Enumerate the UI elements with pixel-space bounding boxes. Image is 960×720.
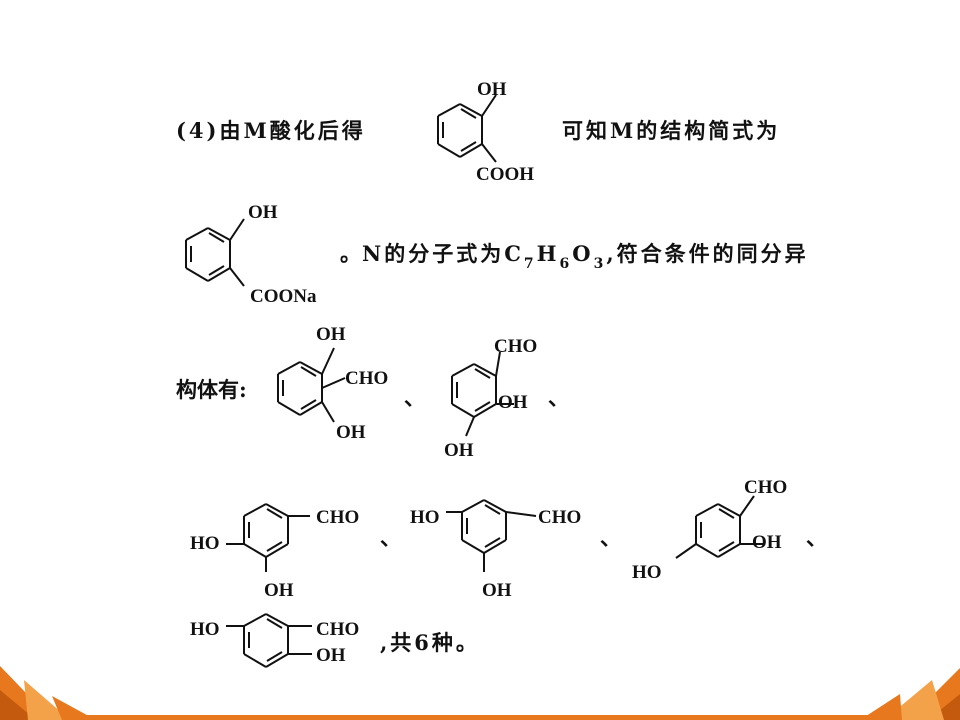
line2-text-n: N的分子式为C7H6O3,符合条件的同分异: [362, 241, 809, 272]
separator: 、: [600, 525, 621, 550]
oh-label: OH: [264, 580, 294, 601]
cho-label: CHO: [316, 507, 359, 528]
oh-label: OH: [498, 392, 528, 413]
cho-label: CHO: [494, 336, 537, 357]
oh-label: OH: [316, 645, 346, 666]
separator: 、: [548, 385, 569, 410]
cooh-label: COOH: [476, 164, 534, 185]
ho-label: HO: [410, 507, 440, 528]
oh-label: OH: [336, 422, 366, 443]
isomer-5-structure: CHO OH HO: [632, 477, 787, 583]
formula-c-sub: 7: [523, 256, 537, 272]
ho-label: HO: [190, 619, 220, 640]
line3-text: 构体有:: [176, 377, 247, 402]
separator: 、: [404, 385, 425, 410]
line1-text-b: 可知M的结构简式为: [562, 118, 781, 143]
oh-label: OH: [752, 532, 782, 553]
oh-label: OH: [316, 324, 346, 345]
oh-label: OH: [444, 440, 474, 461]
isomer-6-structure: HO CHO OH: [190, 613, 359, 668]
isomer-3-structure: CHO HO OH: [190, 503, 359, 601]
formula-h: H: [536, 241, 560, 266]
n-formula-prefix: N的分子式为: [362, 241, 505, 266]
oh-label: OH: [482, 580, 512, 601]
oh-label: OH: [477, 79, 507, 100]
line1-text-a: (4)由M酸化后得: [176, 118, 366, 143]
oh-label: OH: [248, 202, 278, 223]
formula-c: C: [504, 241, 524, 266]
formula-h-sub: 6: [559, 256, 573, 272]
ho-label: HO: [632, 562, 662, 583]
cho-label: CHO: [744, 477, 787, 498]
period-mark: 。: [340, 241, 361, 266]
cho-label: CHO: [538, 507, 581, 528]
isomer-2-structure: CHO OH OH: [444, 336, 537, 461]
separator: 、: [806, 525, 827, 550]
cho-label: CHO: [345, 368, 388, 389]
ending-text: ,共6种。: [380, 630, 480, 655]
line2-rest: ,符合条件的同分异: [606, 241, 809, 266]
isomer-4-structure: HO CHO OH: [410, 499, 581, 601]
sodium-salicylate-structure: OH COONa: [185, 202, 317, 307]
ho-label: HO: [190, 533, 220, 554]
formula-o: O: [572, 241, 594, 266]
coona-label: COONa: [250, 286, 317, 307]
cho-label: CHO: [316, 619, 359, 640]
separator: 、: [380, 525, 401, 550]
isomer-1-structure: OH CHO OH: [277, 324, 388, 443]
formula-o-sub: 3: [593, 256, 607, 272]
salicylic-acid-structure: OH COOH: [437, 79, 534, 185]
